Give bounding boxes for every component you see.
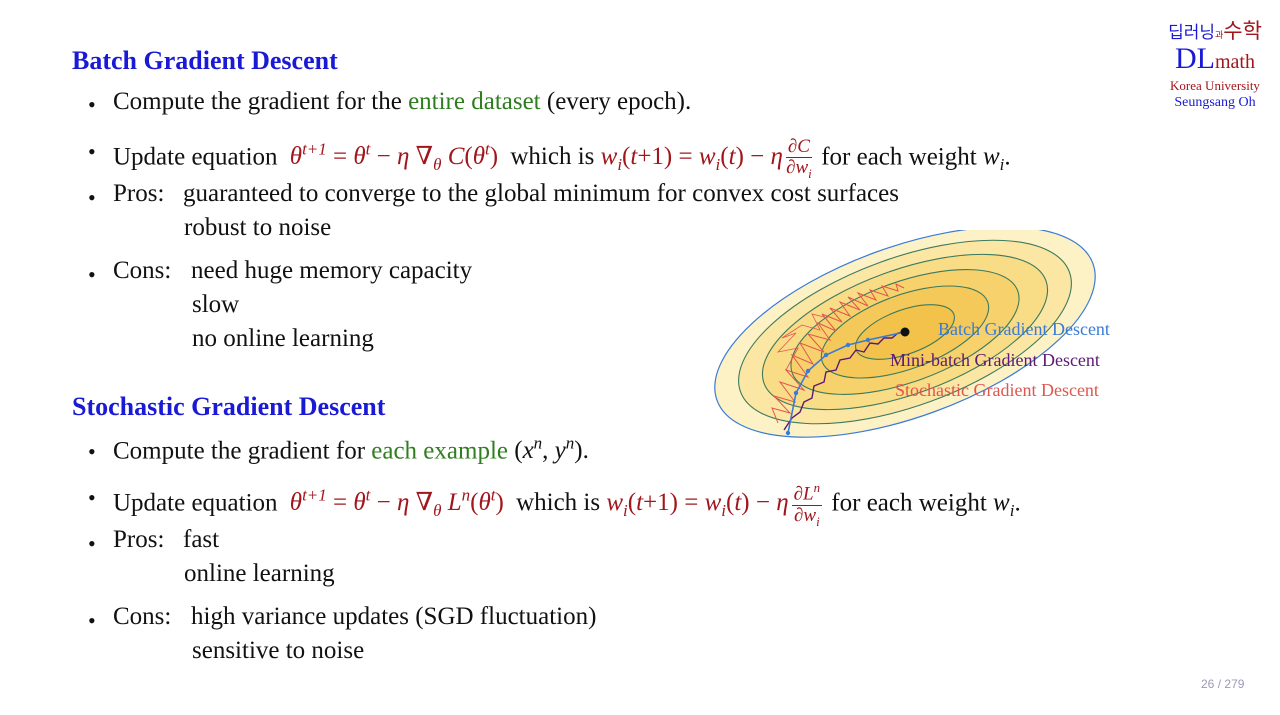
legend-minibatch: Mini-batch Gradient Descent [890,350,1100,370]
contour-figure [714,230,1096,438]
batch-bullet-1: Compute the gradient for the entire data… [113,88,692,115]
bullet-dot: • [88,139,96,164]
entire-dataset-highlight: entire dataset [408,88,541,115]
stochastic-update-equation: θt+1 = θt − η ∇θ Ln(θt) [289,486,504,521]
stochastic-heading: Stochastic Gradient Descent [72,392,386,421]
logo-korean-small: 과 [1215,31,1224,41]
bullet-dot: • [88,439,96,464]
bullet-dot: • [88,185,96,210]
sgd-path-extra [776,313,829,371]
logo-dl: DL [1175,42,1215,75]
example-pair: (xn, yn). [514,434,589,465]
stochastic-weight-equation: wi(t+1) = wi(t) − η∂Ln∂wi [606,480,823,529]
stochastic-cons-label: Cons: [113,603,172,630]
batch-pros-label: Pros: [113,180,165,207]
bullet-dot: • [88,262,96,287]
batch-bullet-2: Update equation θt+1 = θt − η ∇θ C(θt) w… [113,135,1011,181]
batch-points [785,337,871,436]
batch-pros-1: guaranteed to converge to the global min… [183,180,899,207]
stochastic-pros-1: fast [183,526,220,553]
batch-cons-1: need huge memory capacity [191,257,473,284]
logo-korean-right: 수학 [1223,19,1262,43]
stochastic-pros-label: Pros: [113,526,165,553]
legend-stochastic: Stochastic Gradient Descent [895,380,1099,400]
bullet-dot: • [88,608,96,633]
bullet-dot: • [88,531,96,556]
logo-korean: 딥러닝과수학 [1160,20,1270,47]
logo: 딥러닝과수학 DLmath Korea University Seungsang… [1160,20,1270,112]
batch-update-equation: θt+1 = θt − η ∇θ C(θt) [289,140,499,175]
stochastic-cons-2: sensitive to noise [192,637,365,664]
stochastic-bullet-1: Compute the gradient for each example (x… [113,434,589,465]
batch-heading: Batch Gradient Descent [72,46,338,75]
stochastic-cons-1: high variance updates (SGD fluctuation) [191,603,597,630]
batch-cons-3: no online learning [192,325,374,352]
logo-math: math [1215,51,1255,73]
stochastic-bullet-2: Update equation θt+1 = θt − η ∇θ Ln(θt) … [113,480,1021,529]
each-example-highlight: each example [371,437,508,465]
logo-university: Korea University [1170,78,1260,93]
logo-korean-left: 딥러닝 [1168,23,1215,43]
batch-cons-label: Cons: [113,257,172,284]
bullet-dot: • [88,485,96,510]
cost-contours [714,230,1096,438]
stochastic-pros-2: online learning [184,560,335,587]
logo-dlmath: DLmath [1160,42,1270,78]
legend-batch: Batch Gradient Descent [938,319,1110,339]
sgd-path [771,283,905,424]
batch-weight-equation: wi(t+1) = wi(t) − η∂C∂wi [600,135,812,181]
minibatch-path [783,331,906,431]
page-number: 26 / 279 [1201,677,1245,691]
logo-author: Seungsang Oh [1174,95,1256,110]
batch-cons-2: slow [192,291,240,318]
global-minimum-point [900,327,910,337]
bullet-dot: • [88,92,96,117]
batch-pros-2: robust to noise [184,214,332,241]
